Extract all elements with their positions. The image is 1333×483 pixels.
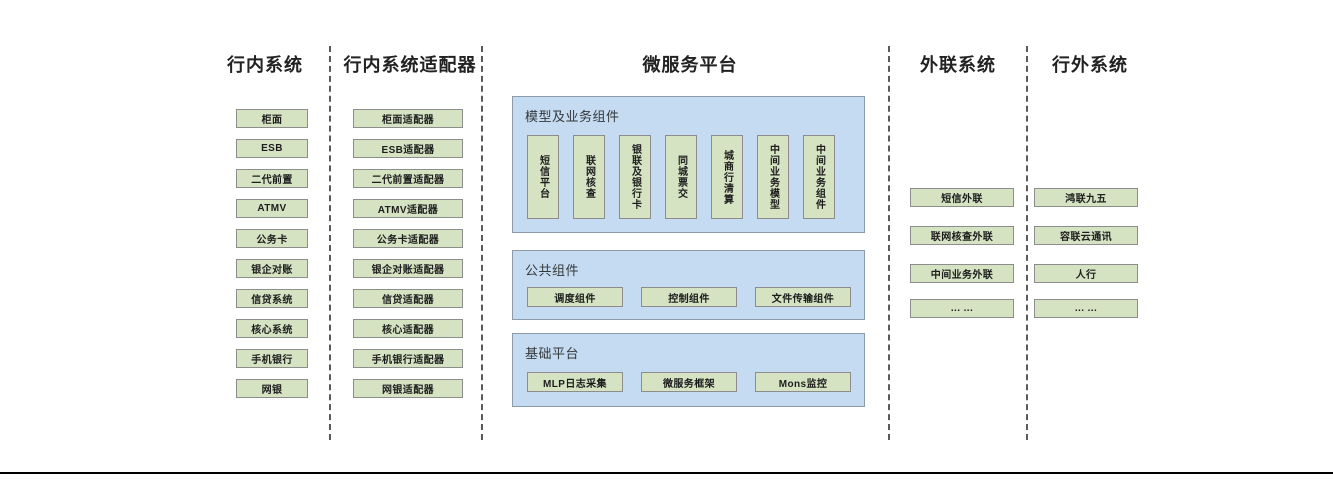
divider-3 bbox=[888, 46, 890, 440]
node-intra-bank-3[interactable]: ATMV bbox=[236, 199, 308, 218]
node-intra-bank-adapter-5[interactable]: 银企对账适配器 bbox=[353, 259, 463, 278]
column-title-intra-bank: 行内系统 bbox=[227, 55, 303, 75]
node-common-component-2[interactable]: 文件传输组件 bbox=[755, 287, 851, 307]
node-model-component-5[interactable]: 中间业务模型 bbox=[757, 135, 789, 219]
node-outside-bank-0[interactable]: 鸿联九五 bbox=[1034, 188, 1138, 207]
bottom-rule bbox=[0, 472, 1333, 474]
node-intra-bank-adapter-6[interactable]: 信贷适配器 bbox=[353, 289, 463, 308]
node-intra-bank-6[interactable]: 信贷系统 bbox=[236, 289, 308, 308]
node-outside-bank-1[interactable]: 容联云通讯 bbox=[1034, 226, 1138, 245]
node-infrastructure-0[interactable]: MLP日志采集 bbox=[527, 372, 623, 392]
panel-common-components: 公共组件 bbox=[512, 250, 865, 320]
divider-1 bbox=[329, 46, 331, 440]
column-title-outside-bank: 行外系统 bbox=[1052, 55, 1128, 75]
node-intra-bank-adapter-9[interactable]: 网银适配器 bbox=[353, 379, 463, 398]
node-outside-bank-2[interactable]: 人行 bbox=[1034, 264, 1138, 283]
node-outside-bank-3[interactable]: ... ... bbox=[1034, 299, 1138, 318]
node-common-component-1[interactable]: 控制组件 bbox=[641, 287, 737, 307]
node-model-component-6[interactable]: 中间业务组件 bbox=[803, 135, 835, 219]
node-intra-bank-adapter-4[interactable]: 公务卡适配器 bbox=[353, 229, 463, 248]
panel-label-common-components: 公共组件 bbox=[525, 263, 580, 278]
node-intra-bank-adapter-8[interactable]: 手机银行适配器 bbox=[353, 349, 463, 368]
column-title-external-link: 外联系统 bbox=[920, 55, 996, 75]
node-intra-bank-4[interactable]: 公务卡 bbox=[236, 229, 308, 248]
node-intra-bank-0[interactable]: 柜面 bbox=[236, 109, 308, 128]
node-external-link-1[interactable]: 联网核查外联 bbox=[910, 226, 1014, 245]
node-external-link-2[interactable]: 中间业务外联 bbox=[910, 264, 1014, 283]
node-model-component-1[interactable]: 联网核查 bbox=[573, 135, 605, 219]
node-intra-bank-9[interactable]: 网银 bbox=[236, 379, 308, 398]
panel-infrastructure: 基础平台 bbox=[512, 333, 865, 407]
node-intra-bank-7[interactable]: 核心系统 bbox=[236, 319, 308, 338]
node-intra-bank-adapter-0[interactable]: 柜面适配器 bbox=[353, 109, 463, 128]
node-intra-bank-adapter-2[interactable]: 二代前置适配器 bbox=[353, 169, 463, 188]
node-intra-bank-adapter-3[interactable]: ATMV适配器 bbox=[353, 199, 463, 218]
node-infrastructure-2[interactable]: Mons监控 bbox=[755, 372, 851, 392]
node-intra-bank-8[interactable]: 手机银行 bbox=[236, 349, 308, 368]
node-intra-bank-5[interactable]: 银企对账 bbox=[236, 259, 308, 278]
divider-4 bbox=[1026, 46, 1028, 440]
node-model-component-0[interactable]: 短信平台 bbox=[527, 135, 559, 219]
divider-2 bbox=[481, 46, 483, 440]
node-intra-bank-2[interactable]: 二代前置 bbox=[236, 169, 308, 188]
node-external-link-3[interactable]: ... ... bbox=[910, 299, 1014, 318]
node-external-link-0[interactable]: 短信外联 bbox=[910, 188, 1014, 207]
node-intra-bank-1[interactable]: ESB bbox=[236, 139, 308, 158]
node-infrastructure-1[interactable]: 微服务框架 bbox=[641, 372, 737, 392]
node-model-component-4[interactable]: 城商行清算 bbox=[711, 135, 743, 219]
column-title-microservice-platform: 微服务平台 bbox=[642, 55, 738, 75]
panel-label-infrastructure: 基础平台 bbox=[525, 346, 580, 361]
node-common-component-0[interactable]: 调度组件 bbox=[527, 287, 623, 307]
column-title-intra-bank-adapter: 行内系统适配器 bbox=[343, 55, 477, 75]
node-model-component-3[interactable]: 同城票交 bbox=[665, 135, 697, 219]
node-intra-bank-adapter-1[interactable]: ESB适配器 bbox=[353, 139, 463, 158]
panel-label-model-business-components: 模型及业务组件 bbox=[525, 109, 620, 124]
node-model-component-2[interactable]: 银联及银行卡 bbox=[619, 135, 651, 219]
node-intra-bank-adapter-7[interactable]: 核心适配器 bbox=[353, 319, 463, 338]
